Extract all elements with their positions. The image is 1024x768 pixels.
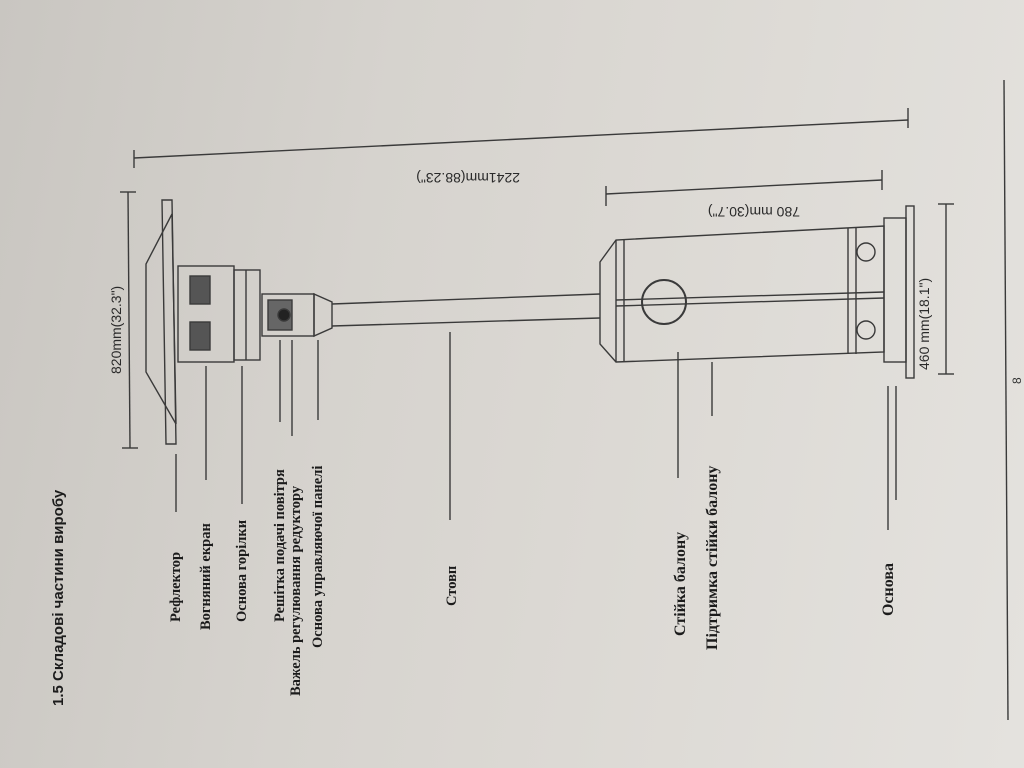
reflector-dimension-line (127, 191, 131, 449)
dimension-stand: 780 mm(30.7") (707, 204, 800, 220)
label-reflector: Рефлектор (168, 551, 184, 622)
label-air-grille: Решітка подачі повітря (272, 469, 288, 622)
label-burner-base: Основа горілки (234, 519, 250, 622)
label-cylinder-stand-support: Підтримка стійки балону (704, 465, 721, 650)
height-dimension-line (133, 119, 909, 159)
label-base: Основа (880, 562, 897, 616)
label-control-panel-base: Основа управляючої панелі (310, 465, 326, 648)
label-pole: Стовп (444, 565, 460, 606)
reflector-shape (161, 199, 177, 445)
stand-dimension-line (605, 179, 883, 195)
dimension-height-total: 2241mm(88.23") (416, 170, 520, 186)
section-heading: 1.5 Складові частини виробу (50, 489, 67, 706)
base-shape (883, 217, 907, 363)
burner-base-shape (233, 269, 261, 361)
pole-shape (331, 293, 601, 305)
page-number: 8 (1010, 377, 1024, 384)
label-fire-screen: Вогняний екран (198, 523, 214, 630)
dimension-reflector: 820mm(32.3") (108, 285, 124, 374)
reflector-dome (145, 213, 177, 425)
label-cylinder-stand: Стійка балону (672, 531, 689, 636)
label-regulator-lever: Важель регулювання редуктору (288, 485, 304, 696)
dimension-base: 460 mm(18.1") (916, 277, 932, 370)
cylinder-window (641, 279, 687, 325)
